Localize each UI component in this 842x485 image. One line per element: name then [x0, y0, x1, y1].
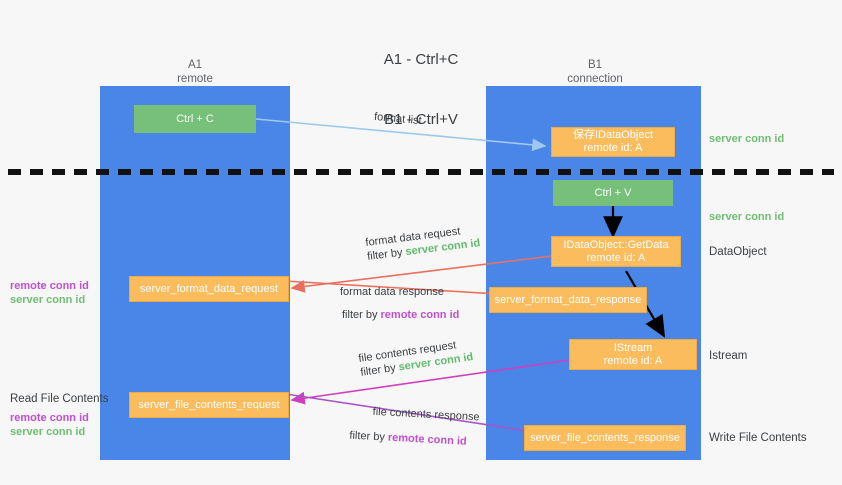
label-format-data-response-group: format data response filter by remote co… — [340, 285, 459, 322]
filter-value-2: remote conn id — [380, 309, 460, 321]
filter-value-4: remote conn id — [387, 431, 467, 448]
lane-header-a1: A1 remote — [130, 58, 260, 86]
left-label-remote-conn-id-1: remote conn id — [10, 280, 89, 292]
box-server-file-contents-request[interactable]: server_file_contents_request — [129, 392, 289, 418]
box-istream-line2: remote id: A — [603, 354, 663, 367]
lane-header-b1-title: B1 — [587, 59, 603, 71]
box-save-idataobject-line1: 保存IDataObject — [572, 129, 654, 141]
label-file-contents-response-filter: filter by remote conn id — [349, 429, 479, 450]
left-label-server-conn-id-1: server conn id — [10, 294, 86, 306]
label-file-contents-response: file contents response — [372, 405, 480, 424]
lane-header-b1: B1 connection — [530, 58, 660, 86]
box-ctrl-v-line1: Ctrl + V — [594, 186, 632, 199]
filter-prefix-4: filter by — [349, 429, 389, 444]
lane-header-a1-subtitle: remote — [177, 73, 213, 85]
label-file-contents-response-group: file contents response filter by remote … — [349, 404, 480, 450]
box-server-format-data-request-label: server_format_data_request — [139, 282, 279, 295]
right-label-istream: Istream — [709, 350, 748, 362]
right-label-server-conn-id-mid: server conn id — [709, 211, 785, 223]
title-line-1: A1 - Ctrl+C — [383, 51, 459, 68]
box-idataobject-getdata[interactable]: IDataObject::GetData remote id: A — [551, 236, 681, 267]
left-label-conn-ids-1: remote conn id server conn id — [10, 279, 89, 307]
left-label-conn-ids-2: remote conn id server conn id — [10, 411, 89, 439]
box-server-format-data-response[interactable]: server_format_data_response — [489, 287, 647, 313]
filter-prefix-2: filter by — [342, 309, 381, 321]
label-format-data-response: format data response — [340, 286, 444, 298]
box-idataobject-getdata-line2: remote id: A — [586, 251, 646, 264]
right-label-dataobject: DataObject — [709, 246, 767, 258]
label-format-data-response-filter: filter by remote conn id — [342, 308, 459, 322]
lane-header-a1-title: A1 — [187, 59, 203, 71]
label-file-contents-request-group: file contents request filter by server c… — [358, 336, 475, 380]
box-server-file-contents-request-label: server_file_contents_request — [138, 398, 280, 411]
box-server-file-contents-response[interactable]: server_file_contents_response — [524, 425, 686, 451]
filter-prefix-1: filter by — [366, 246, 407, 263]
box-save-idataobject-line2: remote id: A — [583, 142, 643, 154]
box-save-idataobject[interactable]: 保存IDataObject remote id: A — [551, 127, 675, 157]
box-idataobject-getdata-line1: IDataObject::GetData — [563, 238, 669, 251]
right-label-write-file-contents: Write File Contents — [709, 432, 807, 444]
box-server-file-contents-response-label: server_file_contents_response — [530, 431, 680, 444]
box-ctrl-c-line1: Ctrl + C — [176, 112, 214, 125]
box-server-format-data-request[interactable]: server_format_data_request — [129, 276, 289, 302]
filter-prefix-3: filter by — [359, 361, 400, 379]
right-label-server-conn-id-top: server conn id — [709, 133, 785, 145]
box-ctrl-c[interactable]: Ctrl + C — [134, 105, 256, 133]
box-istream-line1: IStream — [613, 341, 653, 354]
left-label-server-conn-id-2: server conn id — [10, 426, 86, 438]
box-istream[interactable]: IStream remote id: A — [569, 339, 697, 370]
label-format-data-request-group: format data request filter by server con… — [365, 222, 481, 264]
box-ctrl-v[interactable]: Ctrl + V — [553, 180, 673, 206]
box-server-format-data-response-label: server_format_data_response — [494, 293, 642, 306]
lane-header-b1-subtitle: connection — [567, 73, 623, 85]
left-label-read-file-contents: Read File Contents — [10, 393, 109, 405]
left-label-remote-conn-id-2: remote conn id — [10, 412, 89, 424]
